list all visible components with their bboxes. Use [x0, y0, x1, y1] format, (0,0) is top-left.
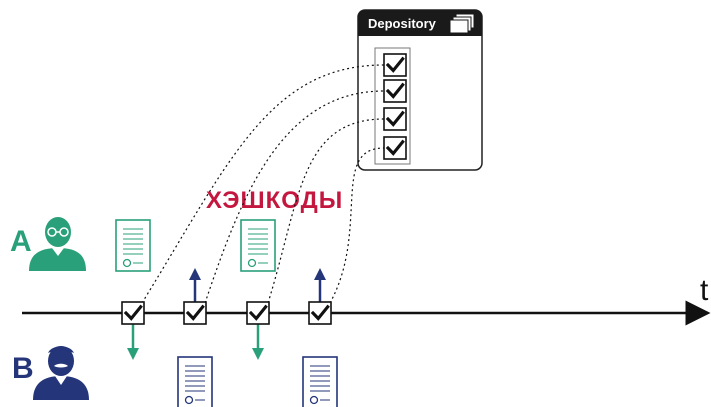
timeline-events: [115, 219, 338, 407]
hash-connector-3: [267, 118, 385, 304]
participant-a-label: A: [10, 225, 32, 258]
document-a-1: [115, 219, 151, 272]
depository-entry-4: [383, 136, 407, 160]
time-axis-label: t: [700, 274, 709, 307]
folders-icon: [449, 13, 475, 34]
document-b-2: [177, 356, 213, 407]
depository-entry-3: [383, 107, 407, 131]
hash-connector-1: [141, 64, 385, 304]
arrow-down-3: [252, 324, 264, 360]
depository-title: Depository: [368, 16, 437, 31]
document-a-3: [240, 219, 276, 272]
participant-b-label: B: [12, 352, 34, 385]
hash-checkbox-1: [121, 301, 145, 325]
hash-label: ХЭШКОДЫ: [206, 187, 343, 214]
hash-connectors: [141, 64, 385, 304]
arrow-up-2: [189, 268, 201, 302]
person-b-icon: [33, 346, 89, 400]
hash-checkbox-3: [246, 301, 270, 325]
person-a-icon: [29, 217, 86, 271]
document-b-4: [302, 356, 338, 407]
arrow-down-1: [127, 324, 139, 360]
depository-entry-2: [383, 79, 407, 103]
depository-entries: [383, 53, 407, 160]
arrow-up-4: [314, 268, 326, 302]
depository-box: Depository: [357, 9, 483, 171]
hash-connector-4: [329, 147, 385, 304]
hash-checkbox-4: [308, 301, 332, 325]
depository-entry-1: [383, 53, 407, 77]
hash-checkbox-2: [183, 301, 207, 325]
